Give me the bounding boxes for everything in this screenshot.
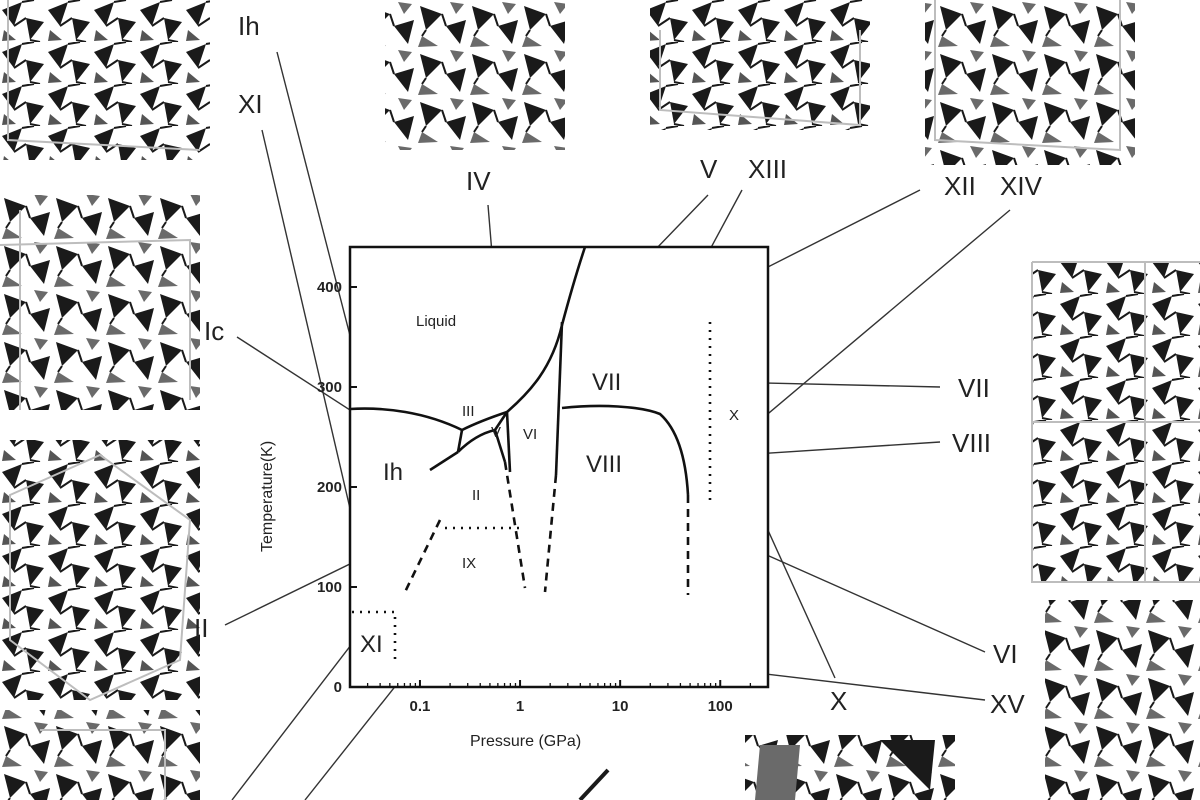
region-v: V (491, 424, 501, 441)
boundary-vi-vii (554, 321, 564, 476)
y-tick-label: 200 (317, 479, 342, 496)
structure-right-upper (1031, 261, 1200, 583)
boundary-ih-liquid (349, 407, 463, 432)
x-tick-label: 0.1 (410, 698, 431, 715)
region-viii: VIII (586, 451, 622, 478)
region-ih: Ih (383, 459, 403, 486)
x-tick-label: 1 (516, 698, 524, 715)
region-xi: XI (360, 631, 383, 658)
x-tick-label: 10 (612, 698, 629, 715)
callout-ih: Ih (238, 11, 260, 41)
callout-viii: VIII (952, 428, 991, 458)
region-iii: III (462, 403, 475, 420)
boundary-iii-liquid (461, 410, 508, 432)
dashed-vi-viii (543, 474, 558, 593)
y-tick-label: 300 (317, 379, 342, 396)
boundary-v-vi (505, 411, 512, 473)
structure-bottom-center (745, 735, 955, 800)
phase-boundaries (349, 246, 690, 496)
dashed-ii-vi (503, 461, 527, 589)
callout-v: V (700, 154, 718, 184)
boundary-ii-iii (457, 428, 496, 453)
dotted-boundaries (352, 322, 712, 662)
structure-top-left (0, 0, 210, 160)
structure-fragment (578, 768, 610, 800)
callout-xiii: XIII (748, 154, 787, 184)
region-liquid: Liquid (416, 313, 456, 330)
structure-left-bottom (0, 710, 200, 800)
structure-left-middle (0, 440, 200, 702)
x-axis-ticks: 0.1 1 10 100 (366, 680, 769, 715)
structure-left-upper (0, 195, 200, 410)
callout-x: X (830, 686, 847, 716)
callout-vi: VI (993, 639, 1018, 669)
boundary-vii-liquid-top (561, 404, 690, 496)
callout-labels: Ih XI IV V XIII XII XIV Ic VII VIII II V… (194, 11, 1043, 719)
y-tick-label: 400 (317, 279, 342, 296)
boundary-ih-iii-ii (456, 429, 464, 453)
callout-ic: Ic (204, 316, 224, 346)
region-ix: IX (462, 555, 476, 572)
y-tick-label: 0 (334, 679, 342, 696)
callout-xv: XV (990, 689, 1025, 719)
callout-xi: XI (238, 89, 263, 119)
structure-top-right-1 (650, 0, 870, 130)
structure-right-lower (1045, 600, 1200, 800)
leader-x (761, 516, 836, 679)
callout-xii: XII (944, 171, 976, 201)
boundary-v-ii (493, 429, 507, 463)
y-axis-ticks: 0 100 200 300 400 (317, 279, 357, 696)
y-axis-label: Temperature(K) (259, 441, 276, 552)
boundary-ih-ii (429, 450, 459, 472)
plot-frame (348, 245, 770, 689)
metastable-boundaries (403, 461, 690, 595)
boundary-iii-v (493, 411, 509, 431)
region-x: X (729, 407, 739, 424)
callout-iv: IV (466, 166, 491, 196)
callout-xiv: XIV (1000, 171, 1043, 201)
structure-top-center (385, 0, 565, 150)
x-tick-label: 100 (708, 698, 733, 715)
x-axis-label: Pressure (GPa) (470, 733, 581, 750)
region-vi: VI (523, 426, 537, 443)
region-vii: VII (592, 369, 621, 396)
y-tick-label: 100 (317, 579, 342, 596)
region-labels: Liquid III V VI II IX X VII VIII Ih XI (360, 313, 739, 658)
structure-top-right-2 (925, 0, 1135, 165)
callout-ii: II (194, 613, 208, 643)
callout-vii: VII (958, 373, 990, 403)
region-ii: II (472, 487, 480, 504)
